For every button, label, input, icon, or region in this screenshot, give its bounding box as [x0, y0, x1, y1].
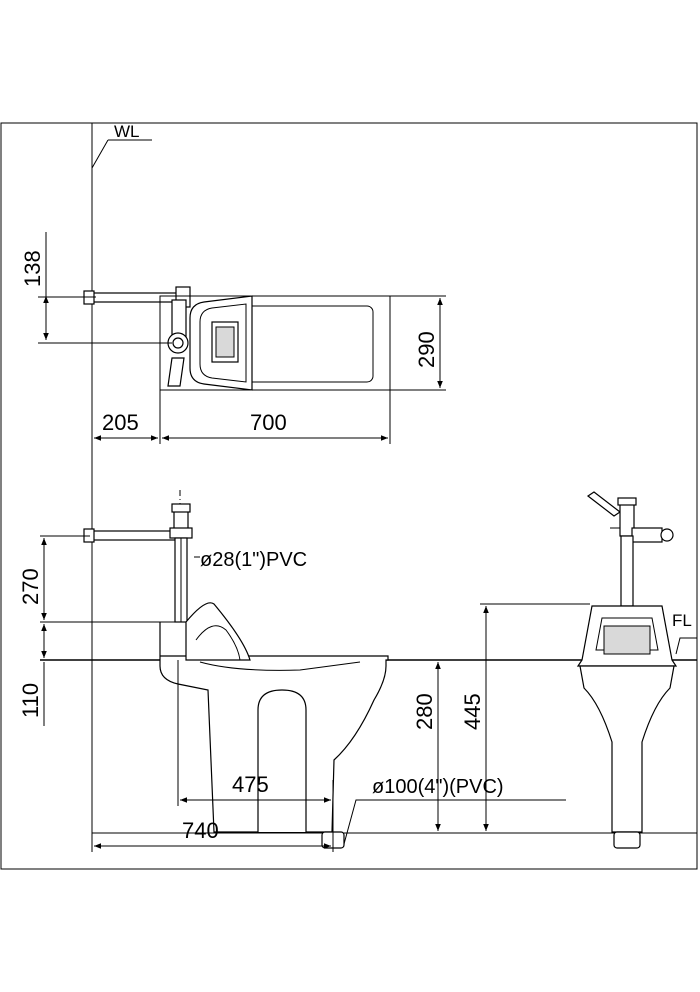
side-pan-arch: [257, 689, 307, 832]
plan-inlet-pipe: [91, 292, 185, 303]
side-elevation: ø28(1")PVC: [40, 490, 697, 849]
dim-280: 280: [412, 693, 437, 730]
plan-view: [83, 286, 391, 391]
dim-270: 270: [18, 568, 43, 605]
wall-line: WL: [91, 122, 152, 852]
side-dimensions: 270 110 280 445 475 740 ø100(4")(PVC): [18, 535, 590, 852]
drawing-frame: [0, 122, 698, 870]
floor-line-label: FL: [672, 611, 692, 630]
dim-740: 740: [182, 818, 219, 843]
dim-445: 445: [460, 693, 485, 730]
dim-475: 475: [232, 772, 269, 797]
dim-205: 205: [102, 410, 139, 435]
front-elevation: FL: [576, 491, 697, 849]
outlet-pipe-label: ø100(4")(PVC): [372, 776, 504, 798]
side-pan-hood: [185, 602, 251, 661]
dim-110: 110: [18, 683, 43, 718]
front-flush-pipe: [620, 535, 634, 607]
wall-line-label: WL: [114, 122, 140, 141]
side-inlet-pipe: [91, 530, 179, 541]
dim-700: 700: [250, 410, 287, 435]
front-pan-funnel: [579, 665, 675, 833]
dim-290: 290: [414, 331, 439, 368]
plan-dimensions: 138 290 205 700: [20, 232, 446, 444]
front-lever-handle: [586, 491, 622, 517]
dim-138: 138: [20, 250, 45, 287]
inlet-pipe-label: ø28(1")PVC: [200, 549, 307, 571]
